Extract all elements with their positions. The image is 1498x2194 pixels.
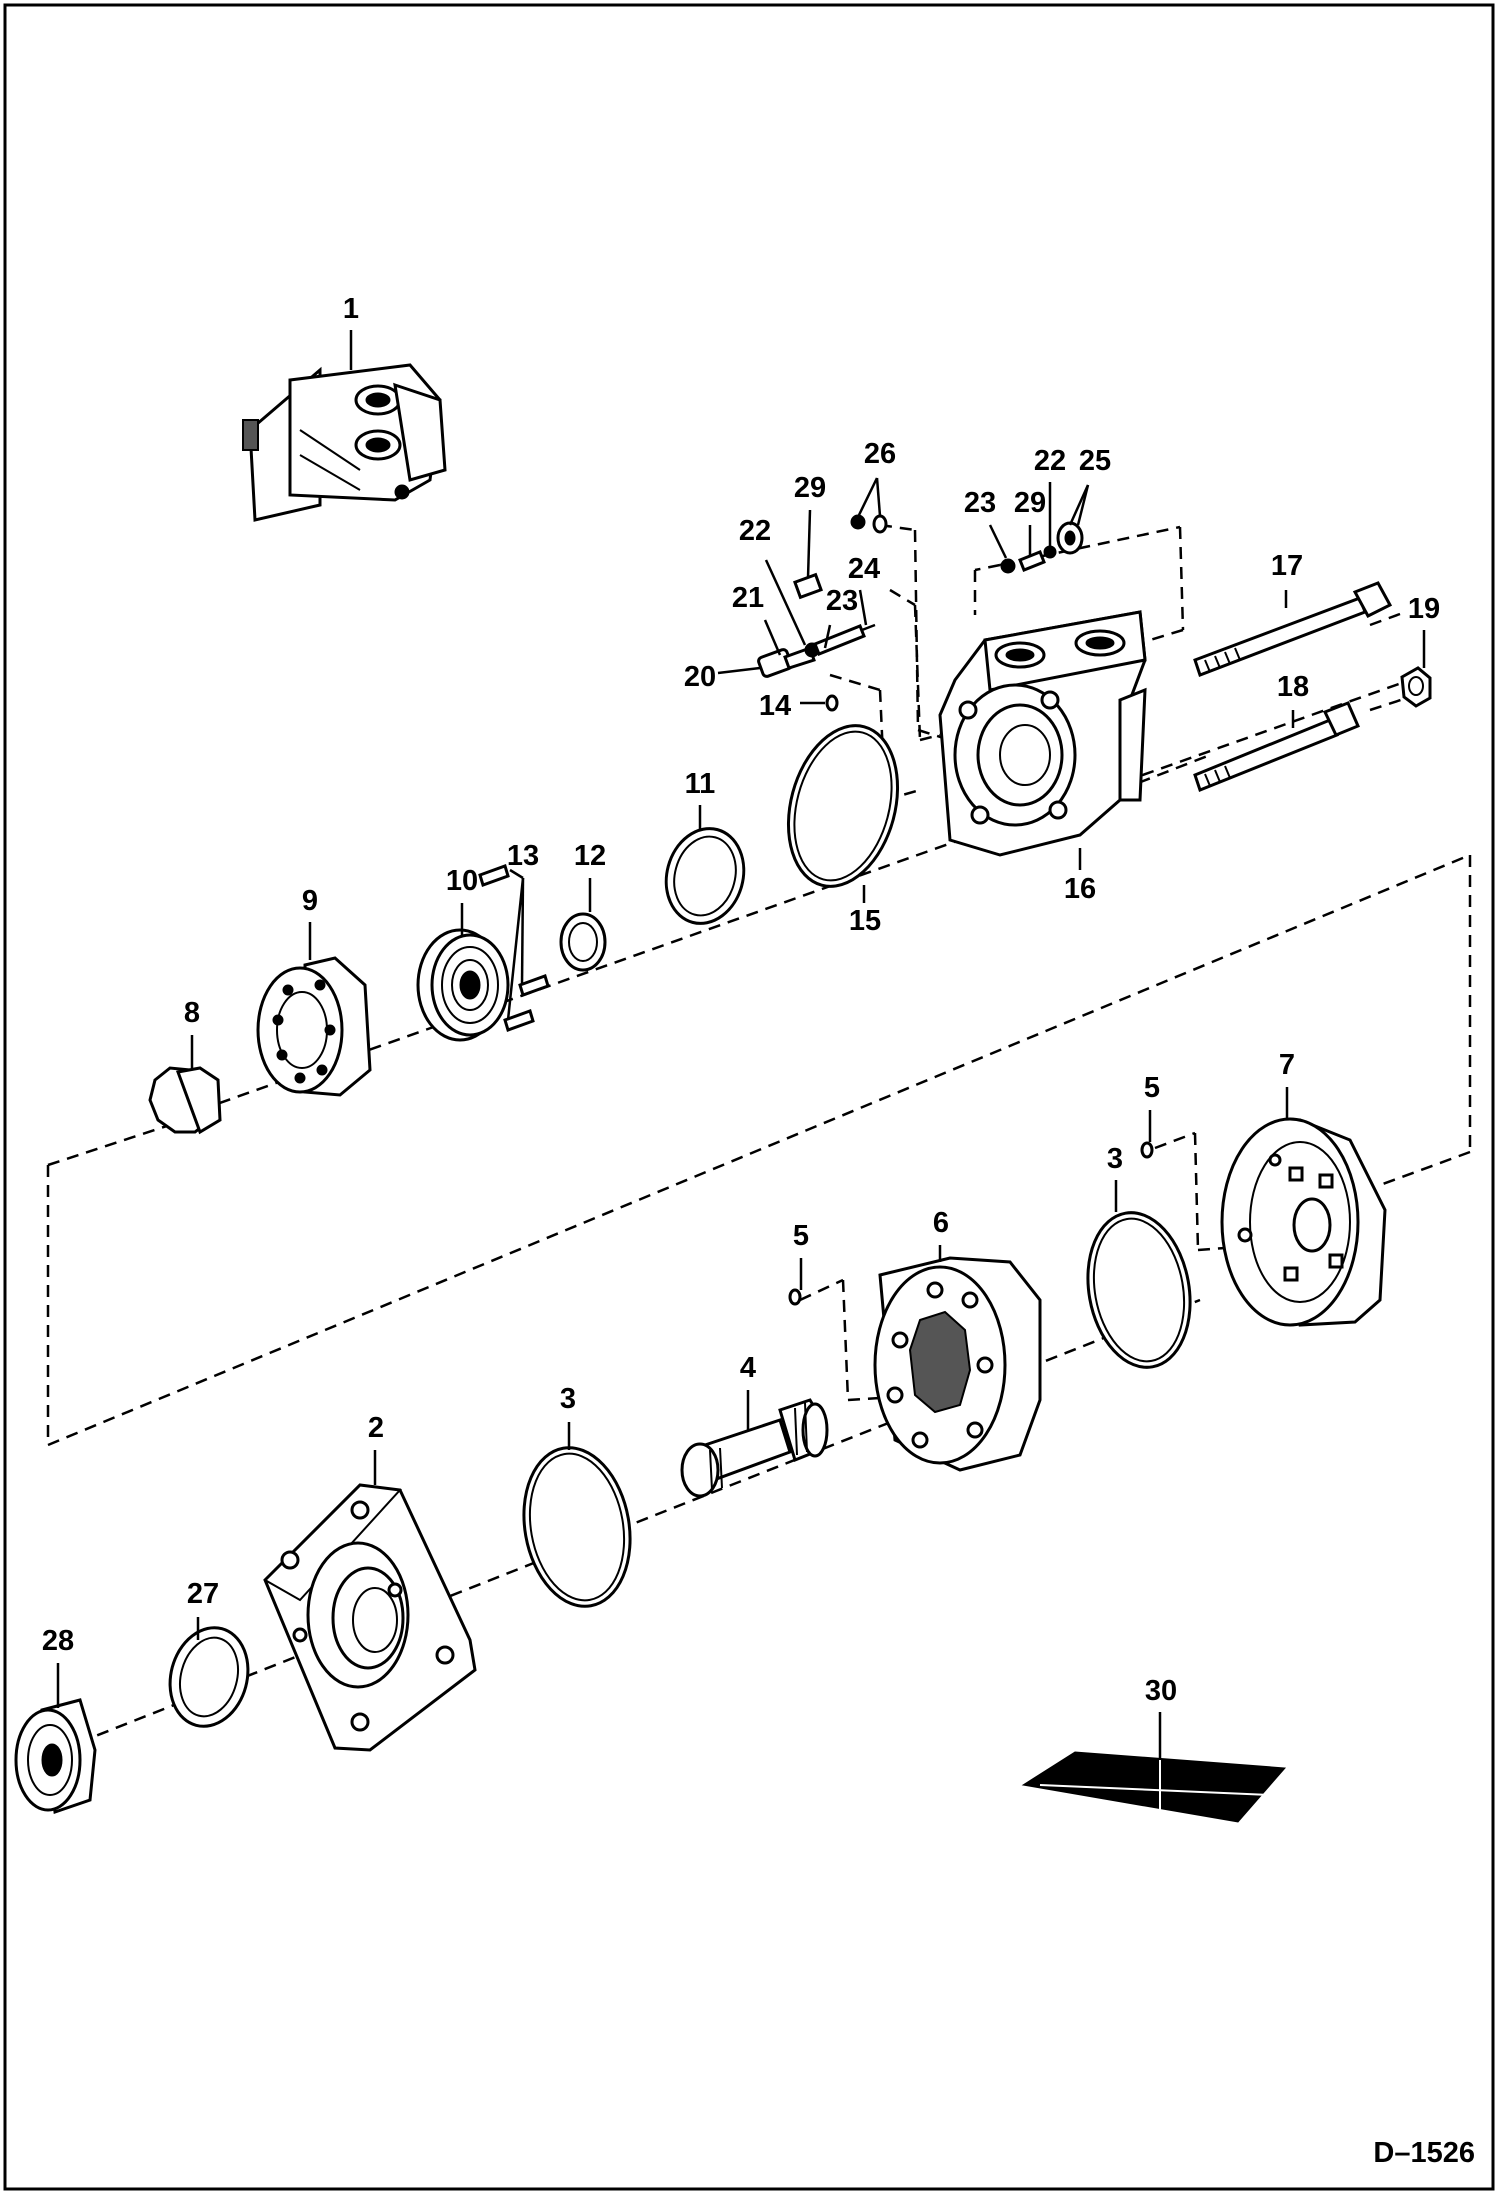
- part-5-oring-upper: [1140, 1141, 1154, 1159]
- callout-25: 25: [1079, 445, 1111, 477]
- callout-17: 17: [1271, 550, 1303, 582]
- part-5-oring-lower: [788, 1288, 802, 1306]
- callout-24: 24: [848, 553, 880, 585]
- callout-11: 11: [685, 768, 716, 800]
- callout-labels: 1 2 3 3 4 5 5 6 7 8 9 10 11 12 13 14 15 …: [42, 293, 1440, 1707]
- part-2-mounting-flange: [263, 1483, 477, 1752]
- part-3-oring-lower: [522, 1446, 632, 1608]
- part-23-spring: [813, 624, 866, 656]
- part-23-ball-right: [1000, 558, 1016, 574]
- callout-12: 12: [574, 840, 606, 872]
- callout-3-upper: 3: [1107, 1143, 1123, 1175]
- part-29-plug-right: [1018, 550, 1046, 572]
- callout-5-upper: 5: [1144, 1072, 1160, 1104]
- callout-18: 18: [1277, 671, 1309, 703]
- callout-14: 14: [759, 690, 791, 722]
- part-29-plug-left: [793, 572, 823, 600]
- part-25-plug-right: [1056, 521, 1084, 555]
- leader-lines: [56, 330, 1426, 1760]
- part-27-seal-ring: [168, 1626, 250, 1728]
- part-19-nut: [1400, 666, 1432, 708]
- callout-22-left: 22: [739, 515, 771, 547]
- part-24-pin: [861, 623, 876, 632]
- part-10-seal-carrier: [416, 928, 510, 1042]
- part-17-bolt: [1193, 581, 1393, 677]
- callout-13: 13: [507, 840, 539, 872]
- callout-8: 8: [184, 997, 200, 1029]
- drawing-id: D–1526: [1373, 2137, 1475, 2169]
- callout-21: 21: [732, 582, 764, 614]
- part-13-pins: [478, 864, 550, 1032]
- part-15-oring: [786, 724, 900, 888]
- callout-29-left: 29: [794, 472, 826, 504]
- callout-27: 27: [187, 1578, 219, 1610]
- part-6-gerotor-housing: [873, 1256, 1042, 1472]
- part-14-oring: [825, 694, 839, 712]
- callout-20: 20: [684, 661, 716, 693]
- callout-16: 16: [1064, 873, 1096, 905]
- part-1-motor-assembly: [242, 363, 447, 522]
- part-11-ring: [664, 827, 746, 925]
- callout-4: 4: [740, 1352, 756, 1384]
- part-4-drive-shaft: [680, 1398, 829, 1498]
- callout-30: 30: [1145, 1675, 1177, 1707]
- callout-23-left: 23: [826, 585, 858, 617]
- callout-1: 1: [343, 293, 359, 325]
- part-18-bolt: [1193, 701, 1360, 792]
- callout-26: 26: [864, 438, 896, 470]
- part-9-gerotor: [256, 956, 372, 1097]
- part-12-washer: [559, 912, 607, 972]
- callout-5-lower: 5: [793, 1220, 809, 1252]
- callout-7: 7: [1279, 1049, 1295, 1081]
- callout-23-right: 23: [964, 487, 996, 519]
- callout-28: 28: [42, 1625, 74, 1657]
- callout-22-right: 22: [1034, 445, 1066, 477]
- callout-15: 15: [849, 905, 881, 937]
- part-16-housing: [938, 610, 1147, 857]
- page-frame: [3, 3, 1495, 2191]
- callout-3-lower: 3: [560, 1383, 576, 1415]
- part-3-oring-upper: [1086, 1211, 1192, 1369]
- callout-9: 9: [302, 885, 318, 917]
- callout-10: 10: [446, 865, 478, 897]
- part-7-end-cover: [1220, 1117, 1387, 1327]
- part-28-shaft-seal: [14, 1698, 97, 1815]
- part-30-seal-kit: [1021, 1751, 1287, 1823]
- part-26-plug-seal: [850, 514, 888, 534]
- callout-19: 19: [1408, 593, 1440, 625]
- callout-2: 2: [368, 1412, 384, 1444]
- callout-29-right: 29: [1014, 487, 1046, 519]
- callout-6: 6: [933, 1207, 949, 1239]
- part-8-drive-gear: [148, 1066, 222, 1135]
